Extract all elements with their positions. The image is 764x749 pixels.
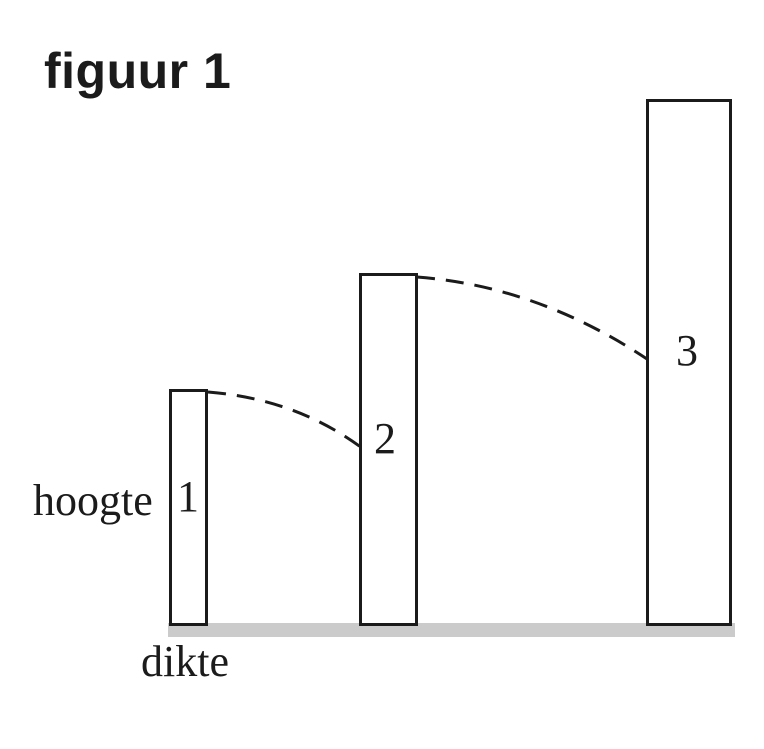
height-axis-label: hoogte (33, 476, 153, 525)
bar-2-number-label: 2 (374, 414, 396, 463)
bar-2 (359, 273, 418, 626)
thickness-axis-label: dikte (141, 637, 229, 686)
ground-baseline (168, 623, 735, 637)
dashed-curve-bar2-to-bar3 (416, 275, 648, 361)
bar-3-number-label: 3 (676, 326, 698, 375)
dashed-curve-bar1-to-bar2 (207, 390, 363, 450)
bar-1 (169, 389, 208, 626)
bar-1-number-label: 1 (177, 472, 199, 521)
bar-3 (646, 99, 732, 626)
figure-title: figuur 1 (44, 43, 232, 99)
